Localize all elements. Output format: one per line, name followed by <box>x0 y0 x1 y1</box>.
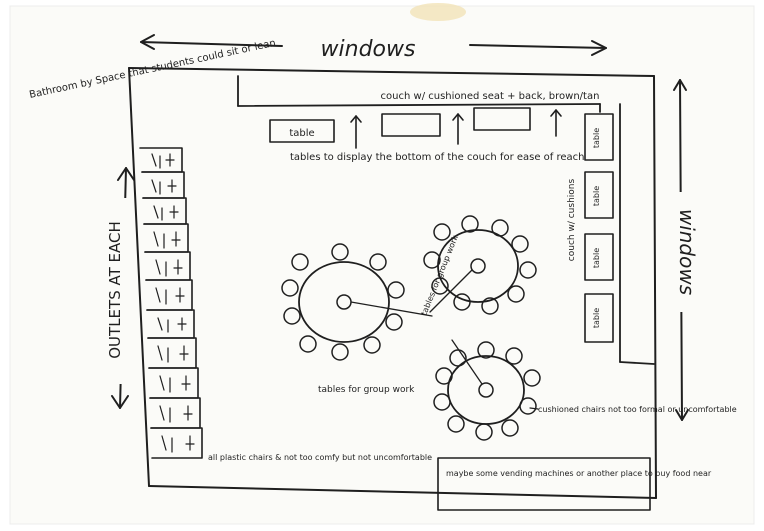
right-label-gap <box>666 192 698 312</box>
bottom-left-note: all plastic chairs & not too comfy but n… <box>208 453 432 462</box>
left-desk-rows <box>139 147 203 459</box>
room-outline <box>128 67 657 499</box>
right-table-label-3: table <box>592 248 601 268</box>
right-table-label-2: table <box>592 186 601 206</box>
right-table-3 <box>584 233 614 281</box>
middle-note: tables to display the bottom of the couc… <box>290 152 585 163</box>
bottom-right-note-box <box>437 457 651 511</box>
top-table-label: table <box>289 128 314 139</box>
chairs-note: cushioned chairs not too formal or uncom… <box>538 405 737 414</box>
right-couch-note: couch w/ cushions <box>567 179 577 262</box>
windows-right-label: windows <box>675 209 699 295</box>
outlets-label-gap <box>108 198 134 384</box>
top-table-3 <box>473 107 531 131</box>
right-table-label-4: table <box>592 308 601 328</box>
couch-outline <box>237 75 655 365</box>
coffee-stain <box>410 3 466 21</box>
top-table-1 <box>269 119 335 143</box>
bottom-right-note: maybe some vending machines or another p… <box>446 469 712 478</box>
right-table-label-1: table <box>592 128 601 148</box>
center-pointer-lines <box>350 269 483 385</box>
top-table-2 <box>381 113 441 137</box>
group-table-left <box>281 243 405 361</box>
right-table-1 <box>584 113 614 161</box>
right-table-4 <box>584 293 614 343</box>
desk-chair-marks <box>151 153 195 453</box>
middle-note-line: tables to display the bottom of the couc… <box>290 152 585 163</box>
windows-top-label: windows <box>321 37 416 62</box>
right-couch-tables <box>584 113 614 343</box>
outlets-label: OUTLETS AT EACH <box>106 221 124 359</box>
top-tables <box>269 107 562 149</box>
group-table-top-right <box>423 215 537 315</box>
group-table-bottom <box>433 341 541 441</box>
couch-note: couch w/ cushioned seat + back, brown/ta… <box>381 91 600 102</box>
top-windows-arrow <box>140 34 607 56</box>
right-table-2 <box>584 171 614 219</box>
middle-tables-note: tables for group work <box>318 385 415 395</box>
chairs-note-dash <box>529 407 539 410</box>
